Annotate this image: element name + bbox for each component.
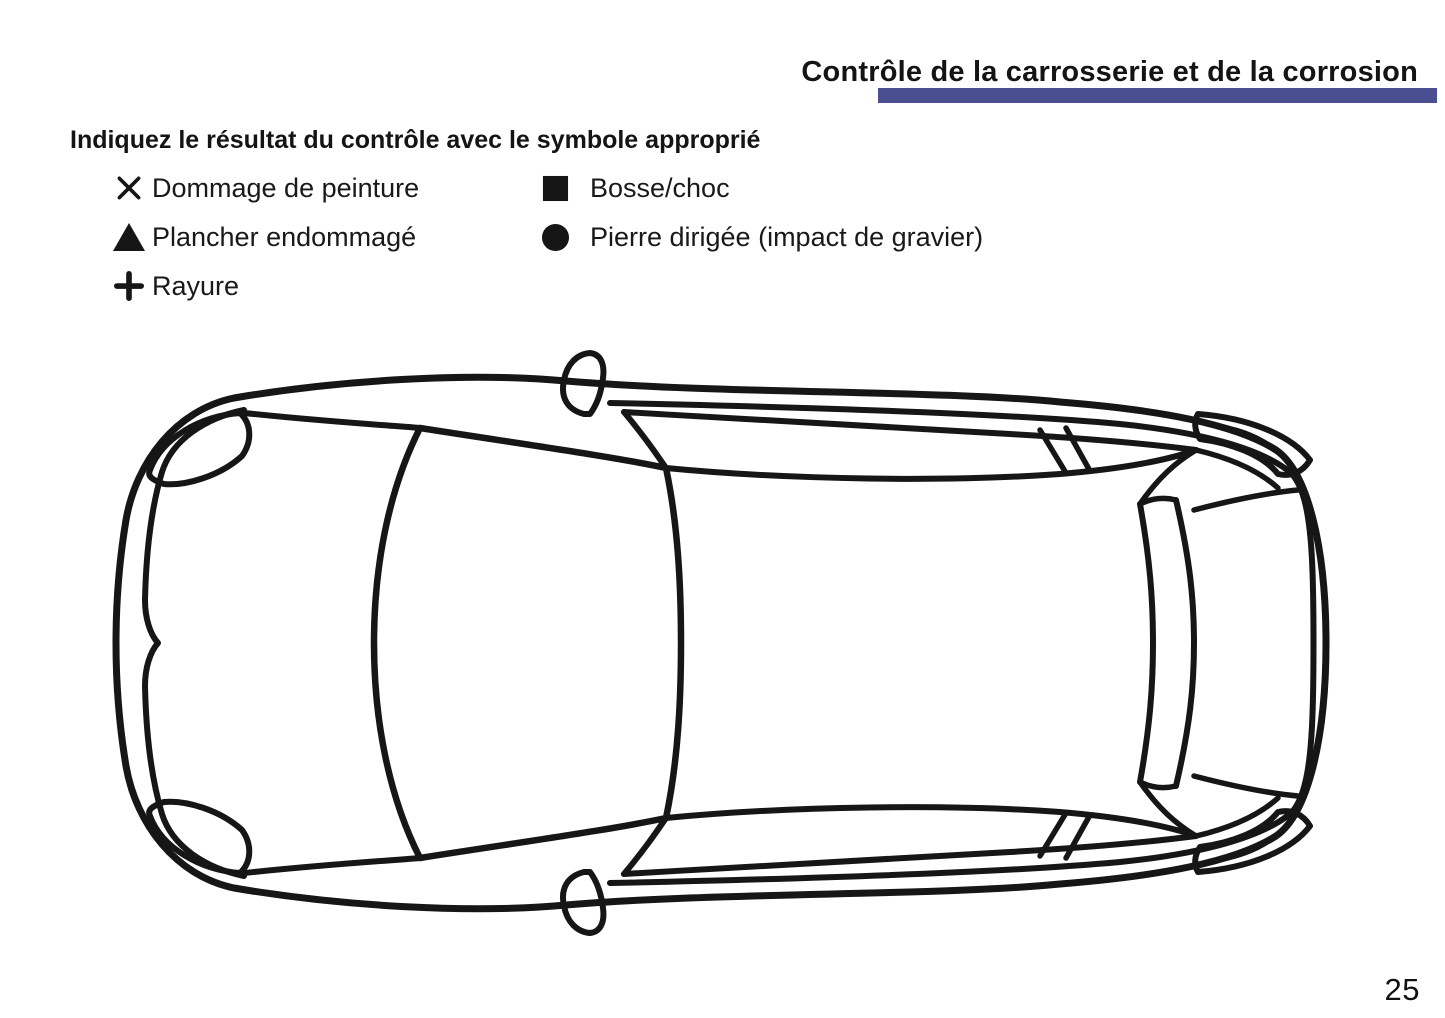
taillight-top: [1192, 411, 1313, 478]
front-bumper-seam: [142, 407, 247, 879]
roof-rail-bottom: [663, 804, 1199, 839]
title-underline-bar: [878, 88, 1437, 103]
triangle-icon: [112, 220, 146, 254]
instruction-text: Indiquez le résultat du contrôle avec le…: [70, 126, 761, 154]
rear-glass-top-edge: [1191, 487, 1301, 513]
side-mirror-top: [560, 350, 607, 417]
page-number: 25: [1384, 972, 1420, 1007]
taillight-top-inner: [1209, 422, 1281, 455]
headlight-left-bottom: [146, 798, 253, 876]
side-mirror-bottom: [560, 869, 607, 936]
plus-icon: [112, 269, 146, 303]
headlight-left-top: [146, 410, 253, 488]
roof-rail-top: [663, 447, 1199, 482]
legend-item-floor-damage: Plancher endommagé: [112, 220, 416, 254]
legend-label: Bosse/choc: [590, 173, 730, 203]
c-pillar-top: [1193, 447, 1281, 491]
hood-line-bottom: [241, 855, 423, 876]
legend-item-dent: Bosse/choc: [538, 171, 730, 205]
c-pillar-inner-bottom: [1137, 779, 1199, 839]
square-icon: [538, 171, 572, 205]
body-rim-and-hatch-seam: [607, 400, 1317, 886]
circle-icon: [538, 220, 572, 254]
beltline-top: [621, 409, 1199, 453]
a-pillar-top: [621, 409, 669, 471]
car-outline: [112, 373, 1330, 913]
taillight-bottom-inner: [1209, 831, 1281, 864]
x-mark-icon: [112, 171, 146, 205]
rear-window-left-edge: [1137, 501, 1156, 785]
beltline-bottom: [621, 833, 1199, 877]
legend-label: Dommage de peinture: [152, 173, 420, 203]
legend-item-stone-chip: Pierre dirigée (impact de gravier): [538, 220, 983, 254]
b-pillar-bottom: [1037, 810, 1093, 861]
legend-label: Rayure: [152, 271, 240, 301]
taillight-bottom: [1192, 808, 1313, 875]
rear-window-right-edge: [1173, 497, 1197, 789]
c-pillar-inner-top: [1137, 447, 1199, 507]
page-title: Contrôle de la carrosserie et de la corr…: [801, 56, 1418, 88]
hood-line-top: [241, 410, 423, 431]
rear-glass-bottom-edge: [1191, 773, 1301, 799]
a-pillar-bottom: [621, 815, 669, 877]
windshield: [370, 424, 685, 862]
legend-label: Plancher endommagé: [152, 222, 417, 252]
c-pillar-bottom: [1193, 795, 1281, 839]
car-top-view-diagram: [100, 340, 1360, 950]
legend-item-paint-damage: Dommage de peinture: [112, 171, 419, 205]
legend-item-scratch: Rayure: [112, 269, 239, 303]
legend-label: Pierre dirigée (impact de gravier): [590, 222, 984, 252]
b-pillar-top: [1037, 425, 1093, 476]
